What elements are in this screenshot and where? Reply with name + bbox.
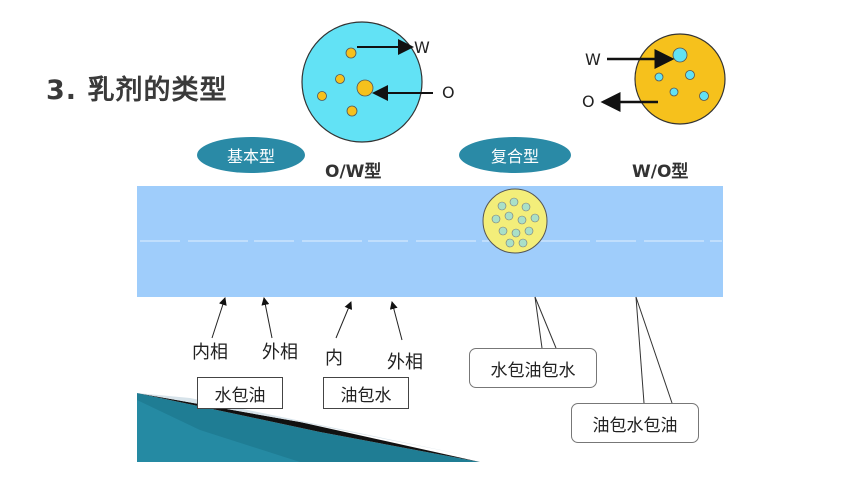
- oil-droplet: [346, 105, 358, 117]
- water-droplet: [685, 70, 695, 80]
- slide-title: 3. 乳剂的类型: [46, 75, 228, 106]
- basic-type-oval: 基本型: [197, 137, 305, 173]
- ow-w-label: W: [414, 38, 430, 57]
- owo-pointer: [635, 296, 673, 404]
- ow-type-label: O/W型: [325, 162, 382, 182]
- water-in-oil-box: 水包油: [197, 377, 283, 409]
- water-droplet: [699, 91, 709, 101]
- inner-phase-pointer: [211, 297, 227, 339]
- wo-type-label: W/O型: [632, 162, 689, 182]
- wo-o-label: O: [582, 92, 595, 111]
- oil-droplet: [335, 74, 345, 84]
- compound-droplet: [482, 188, 548, 254]
- wo-diagram: [600, 33, 726, 125]
- w-o-w-box: 水包油包水: [469, 348, 597, 388]
- outer-phase-label-2: 外相: [387, 352, 423, 373]
- outer-phase-label: 外相: [262, 342, 298, 363]
- oil-in-water-box: 油包水: [323, 377, 409, 409]
- outer-phase-pointer: [261, 297, 273, 339]
- oil-droplet: [317, 91, 327, 101]
- inner-phase-label-2: 内: [325, 348, 343, 369]
- compound-type-oval: 复合型: [459, 137, 571, 173]
- outer-phase-pointer-2: [389, 301, 403, 341]
- decorative-wedge: [137, 393, 480, 462]
- inner-phase-pointer-2: [335, 301, 352, 339]
- ow-diagram: [301, 21, 433, 143]
- wo-w-label: W: [585, 50, 601, 69]
- wow-pointer: [534, 296, 557, 349]
- oil-droplet: [345, 47, 357, 59]
- o-w-o-box: 油包水包油: [571, 403, 699, 443]
- ow-o-label: O: [442, 83, 455, 102]
- water-droplet: [669, 87, 679, 97]
- water-droplet: [654, 72, 664, 82]
- wow-pointer: [534, 296, 543, 349]
- owo-pointer: [635, 296, 645, 404]
- inner-phase-label: 内相: [192, 342, 228, 363]
